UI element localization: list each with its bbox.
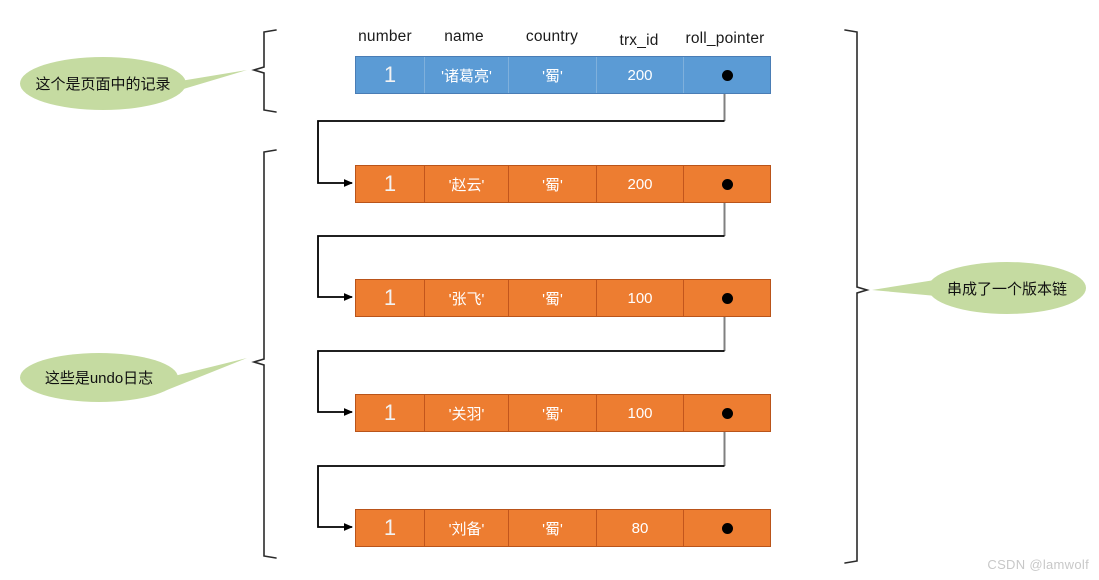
cell-roll-pointer: [683, 57, 770, 93]
pointer-dot-icon: [721, 69, 733, 81]
table-row[interactable]: 1 '关羽' '蜀' 100: [355, 394, 771, 432]
cell-number: 1: [383, 515, 397, 540]
table-row[interactable]: 1 '刘备' '蜀' 80: [355, 509, 771, 547]
cell-trx-id: 200: [596, 57, 683, 93]
table-row[interactable]: 1 '赵云' '蜀' 200: [355, 165, 771, 203]
column-header-trx-id: trx_id: [619, 32, 659, 49]
cell-country: '蜀': [508, 395, 596, 431]
pointer-dot-icon: [721, 178, 733, 190]
cell-roll-pointer: [683, 166, 770, 202]
bracket-version-chain: [844, 29, 870, 564]
pointer-dot-icon: [721, 522, 733, 534]
table-row[interactable]: 1 '张飞' '蜀' 100: [355, 279, 771, 317]
cell-country: '蜀': [508, 510, 596, 546]
cell-country: '蜀': [508, 57, 596, 93]
cell-country: '蜀': [508, 280, 596, 316]
cell-name: '关羽': [424, 395, 508, 431]
column-header-number: number: [358, 28, 412, 45]
cell-number: 1: [383, 400, 397, 425]
callout-undo-logs-label: 这些是undo日志: [20, 353, 178, 402]
cell-name: '张飞': [424, 280, 508, 316]
cell-number: 1: [383, 285, 397, 310]
cell-name: '刘备': [424, 510, 508, 546]
cell-trx-id: 200: [596, 166, 683, 202]
callout-version-chain-label: 串成了一个版本链: [928, 262, 1086, 314]
cell-name: '诸葛亮': [424, 57, 508, 93]
pointer-dot-icon: [721, 292, 733, 304]
cell-trx-id: 100: [596, 395, 683, 431]
bracket-page-record: [251, 29, 277, 113]
cell-country: '蜀': [508, 166, 596, 202]
cell-name: '赵云': [424, 166, 508, 202]
cell-number: 1: [383, 171, 397, 196]
cell-number: 1: [383, 62, 397, 87]
column-header-roll-pointer: roll_pointer: [685, 30, 765, 47]
cell-roll-pointer: [683, 395, 770, 431]
cell-roll-pointer: [683, 510, 770, 546]
callout-page-record-label: 这个是页面中的记录: [20, 57, 186, 110]
bracket-undo-logs: [251, 149, 277, 559]
cell-roll-pointer: [683, 280, 770, 316]
table-row[interactable]: 1 '诸葛亮' '蜀' 200: [355, 56, 771, 94]
column-header-name: name: [444, 28, 484, 45]
watermark: CSDN @lamwolf: [987, 557, 1089, 572]
cell-trx-id: 100: [596, 280, 683, 316]
pointer-dot-icon: [721, 407, 733, 419]
cell-trx-id: 80: [596, 510, 683, 546]
column-header-country: country: [525, 28, 579, 45]
